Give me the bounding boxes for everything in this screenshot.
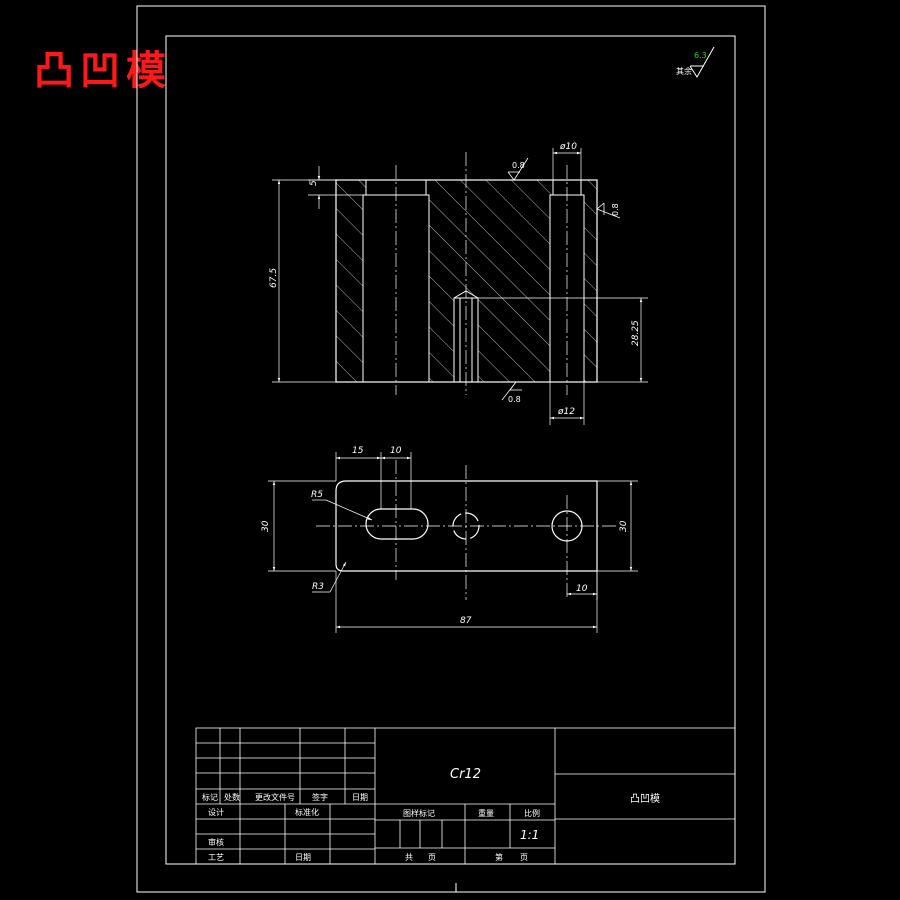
tb-material: Cr12 [450, 767, 481, 782]
tb-total: 共 [405, 853, 413, 862]
tb-change-doc: 更改文件号 [255, 792, 295, 802]
tb-date2: 日期 [295, 853, 311, 862]
dim-28-25: 28.25 [631, 320, 641, 346]
section-outline [335, 179, 598, 383]
slot-hole [365, 508, 429, 540]
tb-check: 审核 [208, 837, 224, 847]
title-block [195, 727, 736, 865]
tb-design: 设计 [208, 807, 224, 817]
dim-87: 87 [460, 616, 472, 626]
tb-mark: 标记 [202, 792, 218, 802]
dim-10-bottom: 10 [576, 584, 588, 594]
front-section-view: ø10 0.8 0.8 0.8 5 67.5 28.25 ø12 [269, 142, 648, 425]
dim-r5: R5 [311, 490, 323, 500]
drawing-heading: 凸凹模 [34, 47, 172, 94]
title-block-text: 标记 处数 更改文件号 签字 日期 设计 标准化 审核 工艺 日期 Cr12 图… [202, 767, 660, 862]
tb-sheet2: 页 [520, 853, 528, 862]
dim-30-left: 30 [261, 520, 271, 532]
sheet-outer-border [136, 5, 766, 893]
rough-bottom: 0.8 [508, 395, 521, 404]
rough-right: 0.8 [611, 203, 620, 216]
tb-no: 第 [495, 852, 503, 862]
roughness-value: 6.3 [694, 51, 707, 60]
dim-10-top: 10 [390, 446, 402, 456]
tb-weight: 重量 [478, 808, 494, 818]
dim-5: 5 [309, 180, 319, 186]
tb-scale: 1:1 [520, 828, 539, 842]
plan-view: 15 10 R5 R3 30 30 10 87 [261, 446, 638, 633]
rough-top: 0.8 [512, 161, 525, 170]
tb-date: 日期 [352, 793, 368, 802]
tb-process: 工艺 [208, 853, 224, 862]
dim-67-5: 67.5 [269, 268, 279, 288]
plan-outline [335, 480, 598, 572]
sheet-inner-border [165, 35, 736, 865]
tb-standardize: 标准化 [295, 807, 319, 817]
tb-ratio: 比例 [524, 808, 540, 818]
dim-r3: R3 [312, 582, 324, 592]
roughness-symbol: 其余 6.3 [676, 46, 715, 78]
tb-count: 处数 [224, 792, 240, 802]
dim-15: 15 [352, 446, 364, 456]
dim-phi12: ø12 [557, 407, 575, 417]
dim-30-right: 30 [619, 520, 629, 532]
dim-phi10: ø10 [559, 142, 577, 152]
tb-sign: 签字 [312, 792, 328, 802]
roughness-label: 其余 [676, 66, 692, 76]
tb-sheet: 页 [428, 853, 436, 862]
tb-stage-mark: 图样标记 [403, 808, 435, 818]
tb-part-name: 凸凹模 [630, 793, 660, 805]
